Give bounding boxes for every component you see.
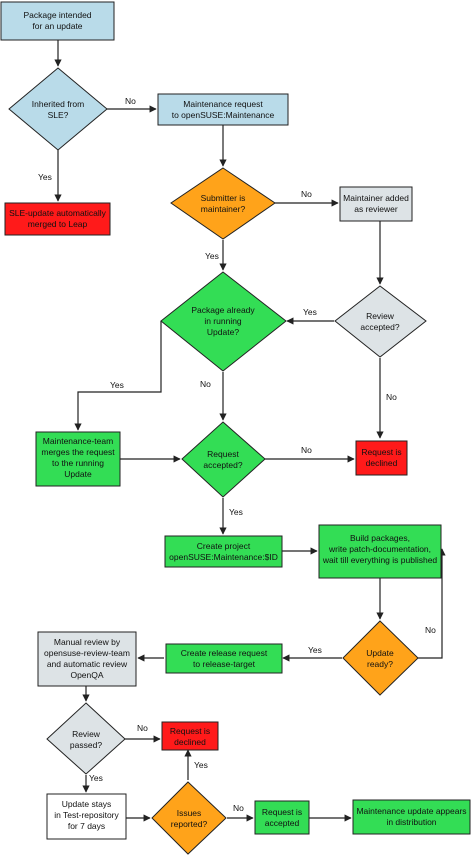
node-update-stays-line-3: for 7 days [68,821,105,831]
edge-label-sle-yes: Yes [38,172,52,182]
node-sle-update-merged: SLE-update automatically merged to Leap [4,202,111,236]
node-update-stays-line-2: in Test-repository [54,810,119,820]
node-maintainer-added-line-1: Maintainer added [343,193,409,203]
edge-label-ready-yes: Yes [308,645,322,655]
node-maintenance-update-appears: Maintenance update appears in distributi… [352,799,471,835]
edge-update-ready-to-build [418,548,446,659]
edge-label-running-no: No [200,379,211,389]
node-issues-line-1: Issues [177,808,202,818]
edge-label-passed-yes: Yes [89,773,103,783]
edge-label-review-yes: Yes [303,307,317,317]
node-sle-update-line-1: SLE-update automatically [9,208,107,218]
node-appears-line-1: Maintenance update appears [356,806,466,816]
edge-package-running-to-maintenance-team [74,321,162,431]
node-inherited-from-sle: Inherited from SLE? [8,67,108,151]
node-submitter-is-maintainer: Submitter is maintainer? [170,167,276,240]
edges [54,40,446,822]
node-issues-reported: Issues reported? [151,781,227,855]
node-request-accepted-final-line-1: Request is [262,807,302,817]
node-declined-1-line-2: declined [366,458,398,468]
node-request-accepted-line-2: accepted? [203,460,242,470]
node-package-intended-line-1: Package intended [23,10,91,20]
node-manual-review-line-4: OpenQA [70,670,103,680]
node-create-project-line-1: Create project [197,541,251,551]
node-update-stays-line-1: Update stays [62,799,112,809]
node-declined-2-line-2: declined [174,737,206,747]
edge-label-sle-no: No [125,96,136,106]
node-submitter-line-2: maintainer? [201,204,246,214]
edge-label-request-no: No [301,445,312,455]
node-maintenance-team-line-1: Maintenance-team [43,436,113,446]
node-request-accepted-line-1: Request [207,449,239,459]
node-appears-line-2: in distribution [386,817,436,827]
node-build-line-2: write patch-documentation, [328,544,431,554]
node-build-line-1: Build packages, [350,533,410,543]
node-manual-review-line-3: and automatic review [47,659,128,669]
node-request-accepted-final: Request is accepted [254,800,310,835]
node-review-passed-line-2: passed? [70,740,102,750]
node-submitter-line-1: Submitter is [201,193,246,203]
node-package-running-line-2: in running [204,316,242,326]
node-maintenance-request-line-2: to openSUSE:Maintenance [172,110,275,120]
node-sle-update-line-2: merged to Leap [28,219,88,229]
node-package-already-running: Package already in running Update? [160,271,287,372]
node-inherited-line-2: SLE? [48,110,69,120]
node-inherited-line-1: Inherited from [32,99,84,109]
node-issues-line-2: reported? [171,819,208,829]
node-package-intended: Package intended for an update [0,1,115,41]
node-release-request-line-2: to release-target [193,659,256,669]
edge-label-review-no: No [386,392,397,402]
node-update-stays: Update stays in Test-repository for 7 da… [46,793,127,840]
node-review-passed-line-1: Review [72,729,101,739]
node-package-running-line-3: Update? [207,327,239,337]
node-request-declined-2: Request is declined [161,721,219,751]
edge-label-passed-no: No [137,723,148,733]
edge-label-submitter-yes: Yes [205,251,219,261]
node-package-intended-line-2: for an update [32,21,82,31]
node-manual-review: Manual review by opensuse-review-team an… [37,631,137,687]
node-maintainer-added: Maintainer added as reviewer [339,186,413,222]
edge-label-issues-yes: Yes [194,760,208,770]
node-request-accepted: Request accepted? [181,421,266,498]
node-request-accepted-final-line-2: accepted [265,818,300,828]
node-maintenance-team-merges: Maintenance-team merges the request to t… [35,431,121,487]
node-manual-review-line-1: Manual review by [54,637,121,647]
node-request-declined-1: Request is declined [355,440,408,476]
edge-label-ready-no: No [425,625,436,635]
node-maintenance-request: Maintenance request to openSUSE:Maintena… [157,93,289,126]
node-package-running-line-1: Package already [191,305,255,315]
node-release-request-line-1: Create release request [181,648,268,658]
node-review-accepted-line-1: Review [366,311,395,321]
node-maintenance-request-line-1: Maintenance request [183,99,263,109]
node-create-project-line-2: openSUSE:Maintenance:$ID [169,552,278,562]
node-create-release-request: Create release request to release-target [165,643,283,674]
node-maintenance-team-line-3: to the running [52,458,104,468]
node-update-ready-line-1: Update [366,648,394,658]
node-maintenance-team-line-4: Update [64,469,92,479]
edge-label-request-yes: Yes [229,507,243,517]
edge-label-running-yes: Yes [110,380,124,390]
edge-label-issues-no: No [233,803,244,813]
edge-label-submitter-no: No [301,189,312,199]
node-build-line-3: wait till everything is published [322,555,438,565]
node-create-project: Create project openSUSE:Maintenance:$ID [164,535,283,568]
node-build-packages: Build packages, write patch-documentatio… [318,524,442,579]
node-maintainer-added-line-2: as reviewer [354,204,398,214]
edge-labels: No Yes No Yes Yes No Yes No No Yes Yes N… [38,96,436,813]
node-manual-review-line-2: opensuse-review-team [44,648,130,658]
node-review-passed: Review passed? [46,702,126,775]
node-review-accepted: Review accepted? [334,285,427,358]
node-update-ready-line-2: ready? [367,659,393,669]
node-update-ready: Update ready? [342,620,419,696]
node-declined-2-line-1: Request is [170,726,210,736]
node-declined-1-line-1: Request is [361,447,401,457]
node-maintenance-team-line-2: merges the request [41,447,115,457]
node-review-accepted-line-2: accepted? [360,322,399,332]
